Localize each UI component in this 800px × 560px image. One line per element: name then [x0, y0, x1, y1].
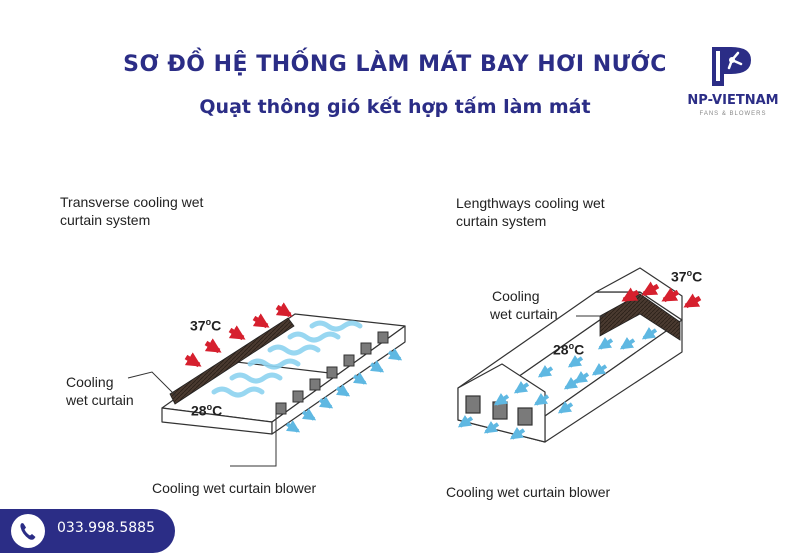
transverse-cool-temp-unit: C — [212, 402, 223, 419]
lengthways-cool-temp-unit: C — [574, 341, 585, 358]
transverse-curtain-leader — [127, 371, 177, 397]
lengthways-title-line2: curtain system — [456, 213, 547, 229]
transverse-exhaust-arrows — [285, 348, 403, 433]
np-vietnam-logo-icon — [712, 47, 751, 86]
transverse-title-line2: curtain system — [60, 212, 151, 228]
transverse-building — [161, 313, 406, 435]
lengthways-title: Lengthways cooling wet curtain system — [456, 194, 605, 230]
lengthways-wet-curtain — [599, 293, 681, 341]
transverse-curtain-label: Cooling wet curtain — [66, 373, 134, 409]
page-title: SƠ ĐỒ HỆ THỐNG LÀM MÁT BAY HƠI NƯỚC — [123, 52, 667, 77]
lengthways-cool-temp: 28oC — [553, 341, 584, 358]
transverse-wet-curtain — [169, 317, 295, 405]
lengthways-hot-temp-value: 37 — [671, 268, 687, 285]
transverse-cool-temp: 28oC — [191, 402, 222, 419]
lengthways-blowers — [465, 395, 533, 426]
lengthways-hot-temp: 37oC — [671, 268, 702, 285]
transverse-title-line1: Transverse cooling wet — [60, 194, 204, 210]
page-subtitle: Quạt thông gió kết hợp tấm làm mát — [199, 96, 591, 118]
transverse-blowers — [275, 331, 389, 415]
transverse-hot-temp-degree: o — [205, 317, 212, 327]
lengthways-curtain-label-line2: wet curtain — [490, 306, 558, 322]
transverse-cool-temp-degree: o — [206, 402, 213, 412]
lengthways-cool-air-arrows — [493, 326, 658, 414]
lengthways-title-line1: Lengthways cooling wet — [456, 195, 605, 211]
transverse-title: Transverse cooling wet curtain system — [60, 193, 203, 229]
transverse-hot-temp: 37oC — [190, 317, 221, 334]
transverse-hot-air-arrows — [184, 302, 293, 368]
lengthways-cool-temp-value: 28 — [553, 341, 569, 358]
lengthways-hot-temp-degree: o — [686, 268, 693, 278]
transverse-blower-label: Cooling wet curtain blower — [152, 480, 317, 496]
transverse-cool-temp-value: 28 — [191, 402, 207, 419]
transverse-hot-temp-value: 37 — [190, 317, 206, 334]
logo-name: NP-VIETNAM — [687, 93, 779, 108]
phone-icon-badge — [11, 514, 45, 548]
transverse-blower-leader — [230, 414, 277, 467]
transverse-curtain-label-line1: Cooling — [66, 374, 114, 390]
lengthways-curtain-label: Cooling wet curtain — [490, 287, 558, 323]
lengthways-cool-temp-degree: o — [568, 341, 575, 351]
lengthways-hot-temp-unit: C — [692, 268, 703, 285]
logo-tagline: FANS & BLOWERS — [699, 111, 767, 117]
transverse-hot-temp-unit: C — [211, 317, 222, 334]
phone-icon — [20, 523, 36, 540]
lengthways-blower-label: Cooling wet curtain blower — [446, 484, 611, 500]
transverse-curtain-label-line2: wet curtain — [66, 392, 134, 408]
lengthways-hot-air-arrows — [621, 281, 702, 309]
lengthways-exhaust-arrows — [457, 414, 526, 440]
phone-number[interactable]: 033.998.5885 — [57, 520, 155, 536]
lengthways-curtain-label-line1: Cooling — [492, 288, 540, 304]
transverse-cool-air-flow — [211, 320, 363, 398]
